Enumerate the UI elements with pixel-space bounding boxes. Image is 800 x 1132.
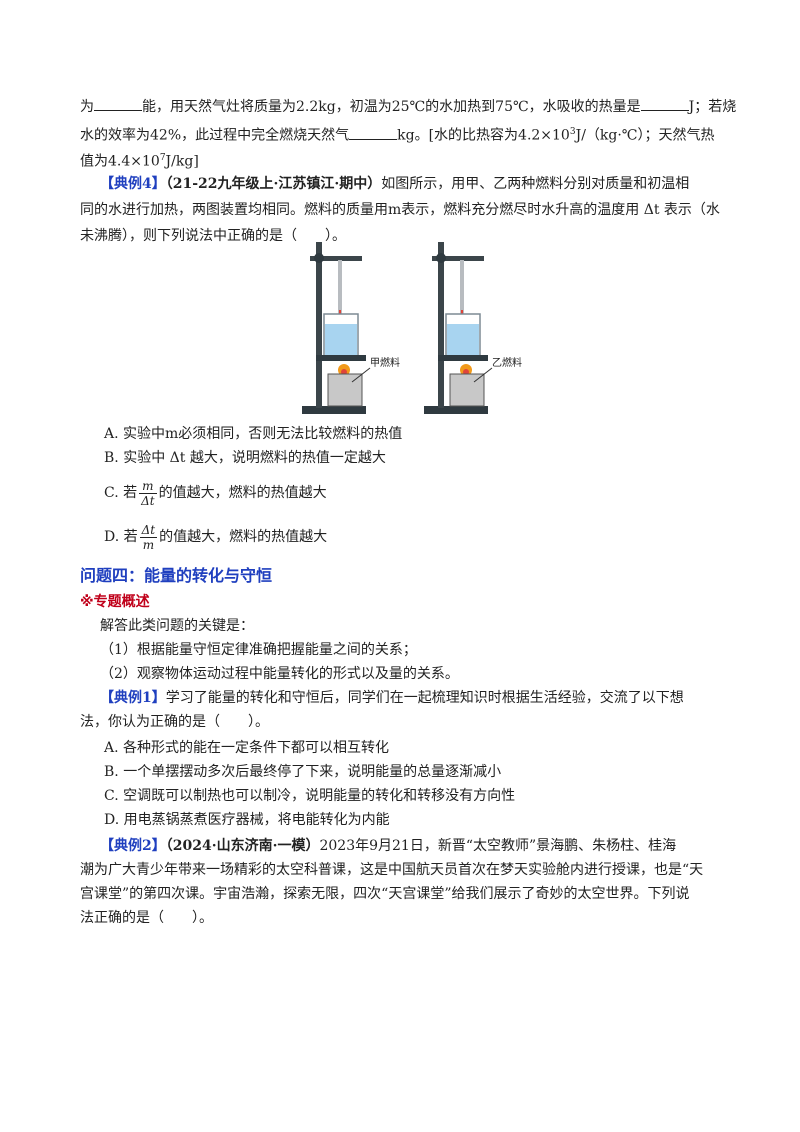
text: 水的效率为42%，此过程中完全燃烧天然气 (80, 127, 350, 144)
option-a: A. 实验中m必须相同，否则无法比较燃料的热值 (104, 424, 402, 444)
experiment-figure: 甲燃料 乙燃料 (302, 242, 522, 414)
example-header: 【典例4】（21-22九年级上·江苏镇江·期中）如图所示，用甲、乙两种燃料分别对… (100, 174, 689, 194)
text-line: 同的水进行加热，两图装置均相同。燃料的质量用m表示，燃料充分燃尽时水升高的温度用… (80, 200, 720, 220)
text-line: 未沸腾），则下列说法中正确的是（ ）。 (80, 226, 346, 246)
option-text: D. 若 (104, 529, 138, 545)
text: 能，用天然气灶将质量为2.2kg，初温为25℃的水加热到75℃，水吸收的热量是 (142, 99, 641, 115)
text: 同的水进行加热，两图装置均相同。燃料的质量用m表示，燃料充分燃尽时水升高的温度用… (80, 202, 720, 218)
text: kg。[水的比热容为4.2×10 (397, 127, 570, 144)
example-source: （21-22九年级上·江苏镇江·期中） (165, 176, 382, 192)
example-source: （2024·山东济南·一模） (165, 838, 320, 854)
answer-blank (94, 96, 142, 111)
text-line: 解答此类问题的关键是： (100, 618, 254, 634)
text-line: 水的效率为42%，此过程中完全燃烧天然气 kg。[水的比热容为4.2×103J/（… (80, 122, 714, 146)
text-line: 宫课堂”的第四次课。宇宙浩瀚，探索无限，四次“天宫课堂”给我们展示了奇妙的太空世… (80, 886, 690, 902)
text: J/（kg·℃）；天然气热 (575, 127, 715, 144)
text-line: 潮为广大青少年带来一场精彩的太空科普课，这是中国航天员首次在梦天实验舱内进行授课… (80, 862, 704, 878)
numerator: Δt (139, 522, 158, 538)
section-title: 问题四：能量的转化与守恒 (80, 566, 273, 585)
option-text: B. 实验中 Δt 越大，说明燃料的热值一定越大 (104, 450, 386, 466)
numerator: m (139, 479, 157, 494)
denominator: Δt (141, 493, 155, 508)
text: 值为4.4×10 (80, 153, 160, 170)
text: 如图所示，用甲、乙两种燃料分别对质量和初温相 (381, 176, 690, 192)
option-b: B. 实验中 Δt 越大，说明燃料的热值一定越大 (104, 448, 386, 468)
superscript: 7 (159, 153, 166, 163)
option-a: A. 各种形式的能在一定条件下都可以相互转化 (104, 740, 390, 756)
text-line: 为 能，用天然气灶将质量为2.2kg，初温为25℃的水加热到75℃，水吸收的热量是… (80, 96, 736, 117)
example-tag: 【典例1】 (100, 690, 166, 706)
superscript: 3 (569, 127, 576, 137)
example-header: 【典例1】学习了能量的转化和守恒后，同学们在一起梳理知识时根据生活经验，交流了以… (100, 688, 684, 708)
denominator: m (142, 537, 155, 552)
fuel-label-right: 乙燃料 (492, 356, 522, 369)
text-line: （1）根据能量守恒定律准确把握能量之间的关系； (100, 642, 417, 658)
text: J/kg] (165, 153, 199, 170)
fuel-label-left: 甲燃料 (370, 356, 400, 369)
option-c: C. 空调既可以制热也可以制冷，说明能量的转化和转移没有方向性 (104, 788, 516, 804)
option-text: 的值越大，燃料的热值越大 (159, 529, 328, 545)
option-text: A. 实验中m必须相同，否则无法比较燃料的热值 (104, 426, 403, 442)
text: 学习了能量的转化和守恒后，同学们在一起梳理知识时根据生活经验，交流了以下想 (165, 690, 684, 706)
answer-blank (640, 96, 689, 111)
text: 未沸腾），则下列说法中正确的是（ ）。 (80, 228, 346, 244)
answer-blank (349, 125, 398, 140)
text: 为 (80, 99, 94, 115)
text: 2023年9月21日，新晋“太空教师”景海鹏、朱杨柱、桂海 (319, 838, 677, 854)
option-text: 的值越大，燃料的热值越大 (158, 485, 327, 501)
example-header: 【典例2】（2024·山东济南·一模）2023年9月21日，新晋“太空教师”景海… (100, 836, 676, 856)
text: J；若烧 (688, 99, 737, 115)
overview-heading: ※专题概述 (80, 594, 150, 610)
option-b: B. 一个单摆摆动多次后最终停了下来，说明能量的总量逐渐减小 (104, 764, 502, 780)
text-line: （2）观察物体运动过程中能量转化的形式以及量的关系。 (100, 666, 459, 682)
apparatus-left (302, 242, 371, 414)
option-d: D. 用电蒸锅蒸煮医疗器械，将电能转化为内能 (104, 812, 390, 828)
apparatus-right (424, 242, 493, 414)
option-text: C. 若 (104, 485, 138, 501)
example-tag: 【典例4】 (100, 176, 166, 192)
text-line: 法正确的是（ ）。 (80, 910, 213, 926)
example-tag: 【典例2】 (100, 838, 166, 854)
text-line: 法，你认为正确的是（ ）。 (80, 714, 269, 730)
text-line: 值为4.4×107J/kg] (80, 148, 199, 172)
